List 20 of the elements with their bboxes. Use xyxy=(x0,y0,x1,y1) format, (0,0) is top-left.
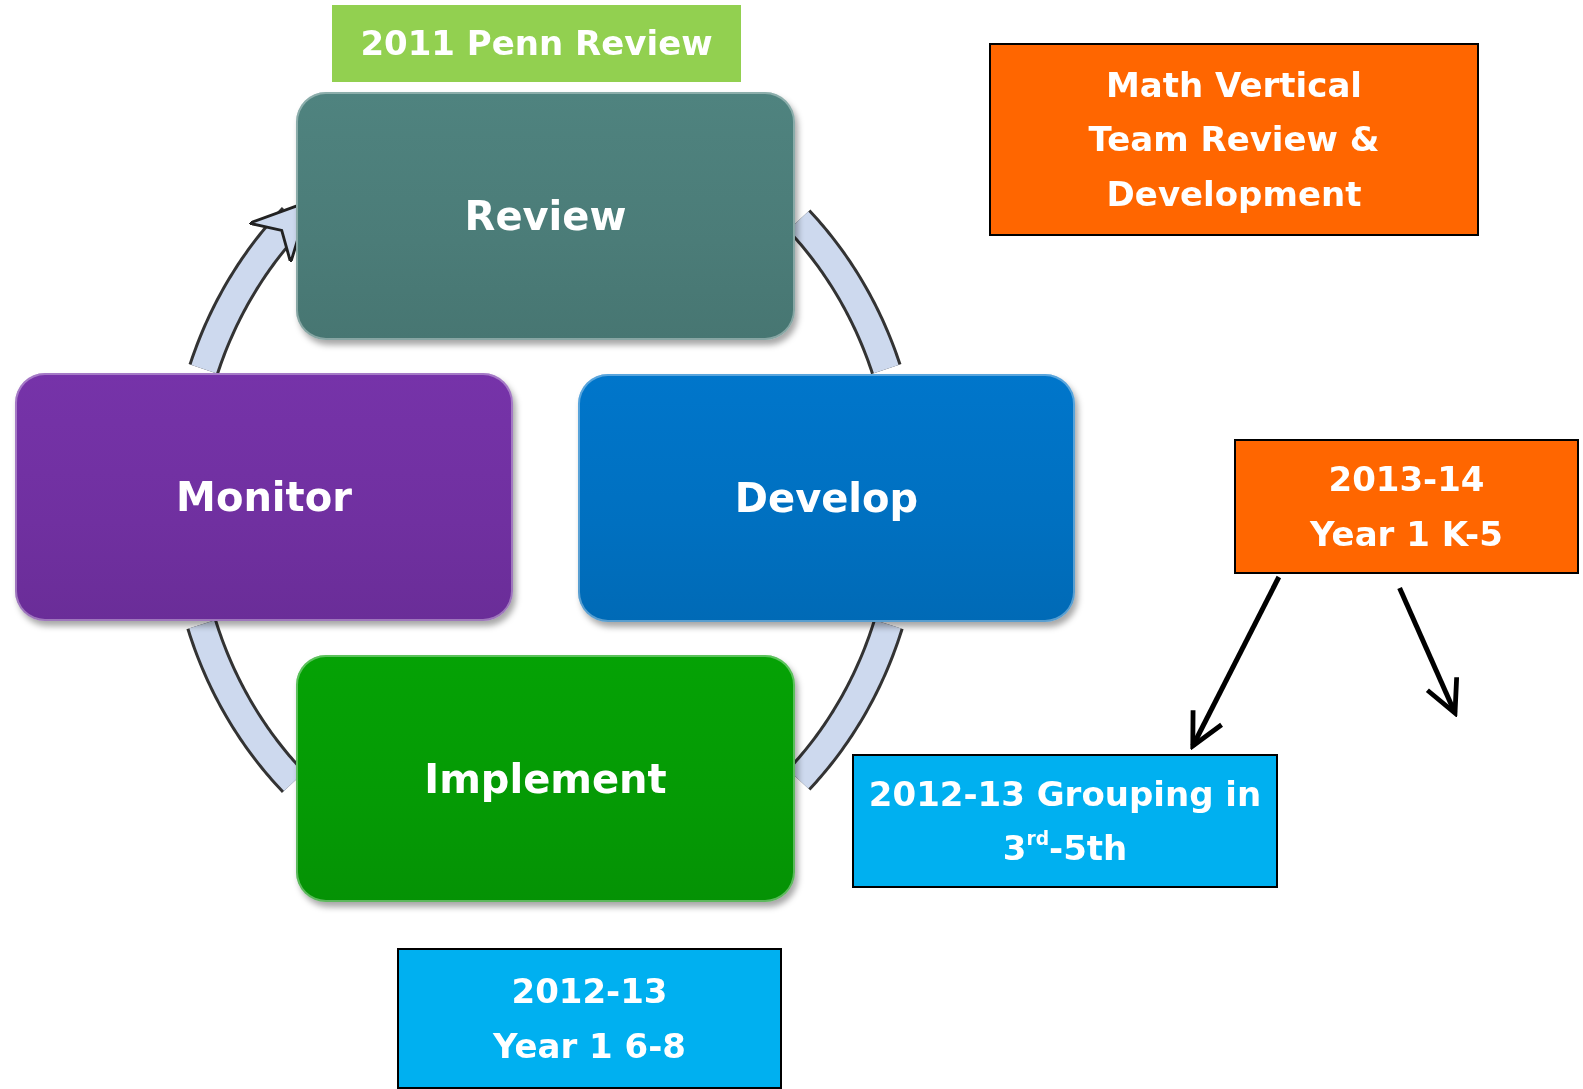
process-box xyxy=(15,373,513,621)
process-box xyxy=(578,374,1075,622)
arrow xyxy=(1190,575,1282,749)
box-label: 2012-13 Year 1 6-8 xyxy=(492,970,687,1068)
box-label: 2012-13 Grouping in 3$^{rd}$-5th xyxy=(867,772,1263,870)
note-box xyxy=(1234,439,1579,574)
process-box xyxy=(296,92,795,340)
box-label: 2011 Penn Review xyxy=(360,22,713,66)
note-box xyxy=(332,5,741,82)
arrow xyxy=(1397,587,1460,716)
box-label: Implement xyxy=(424,755,667,802)
box-label: Math Vertical Team Review & Development xyxy=(1087,63,1381,216)
box-label: Review xyxy=(464,193,627,239)
process-box xyxy=(296,655,795,902)
note-box xyxy=(852,754,1278,888)
box-label: 2013-14 Year 1 K-5 xyxy=(1309,458,1504,556)
note-box xyxy=(989,43,1479,236)
box-label: Monitor xyxy=(176,474,352,520)
box-label: Develop xyxy=(734,475,919,521)
note-box xyxy=(397,948,782,1089)
